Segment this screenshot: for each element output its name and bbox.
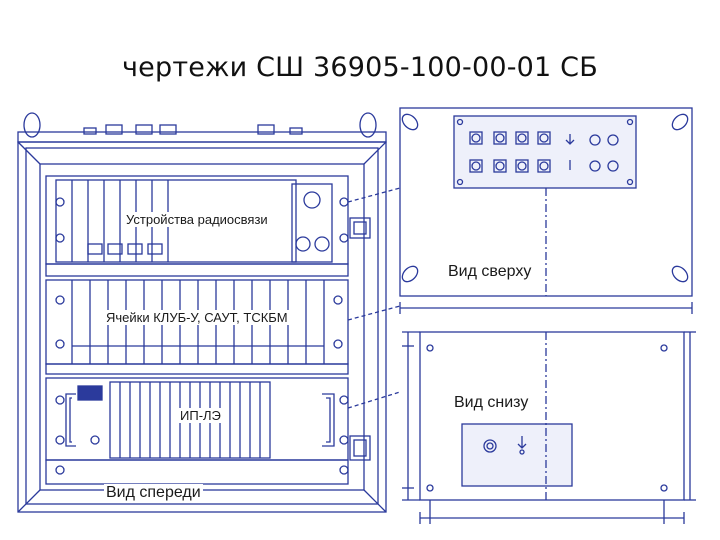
top-eye-right-top (671, 113, 689, 131)
top-connector-5 (257, 124, 275, 135)
top-connector-1 (83, 127, 97, 135)
bottom-connector-panel (461, 423, 573, 487)
power-nameplate (77, 385, 103, 401)
power-handle-right (322, 393, 335, 447)
front-outer-frame (17, 141, 387, 513)
top-eye-left-top (401, 113, 419, 131)
top-connector-3 (135, 124, 153, 135)
power-handle-left (65, 393, 76, 447)
bottom-view-outline (419, 331, 685, 501)
lifting-eye-left (23, 112, 41, 138)
side-lock-lower (349, 435, 371, 461)
lifting-eye-right (359, 112, 377, 138)
radio-connector-block (291, 183, 333, 263)
top-connector-panel (453, 115, 637, 189)
label-top-view: Вид сверху (446, 263, 534, 281)
label-klub-cells: Ячейки КЛУБ-У, САУТ, ТСКБМ (104, 310, 290, 325)
label-radio-devices: Устройства радиосвязи (124, 212, 270, 227)
top-connector-2 (105, 124, 123, 135)
top-connector-6 (289, 127, 303, 135)
top-eye-left-bottom (401, 265, 419, 283)
top-eye-right-bottom (671, 265, 689, 283)
bottom-view (402, 331, 696, 524)
slide-title: чертежи СШ 36905-100-00-01 СБ (122, 52, 598, 83)
side-lock-upper (349, 217, 371, 239)
top-view (399, 107, 693, 314)
label-bottom-view: Вид снизу (452, 394, 531, 412)
label-power-supply: ИП-ЛЭ (178, 408, 223, 423)
top-connector-4 (159, 124, 177, 135)
label-front-view: Вид спереди (104, 484, 203, 502)
power-switch (90, 435, 100, 445)
